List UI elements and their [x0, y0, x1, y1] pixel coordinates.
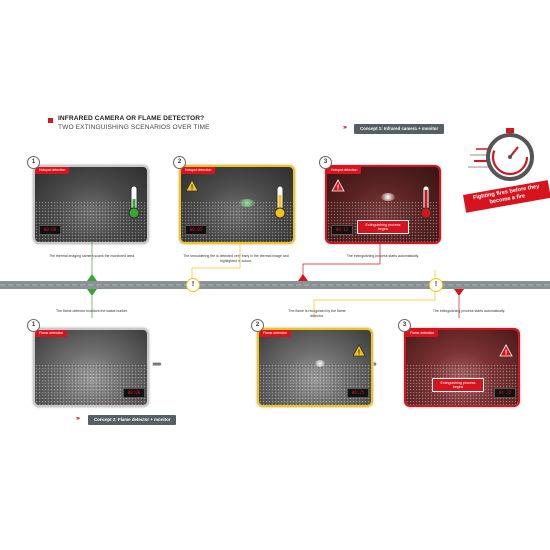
thermometer-icon — [127, 185, 141, 224]
start-marker-bottom — [87, 289, 97, 296]
svg-text:!: ! — [358, 350, 360, 357]
top-step-3-badge: 3 — [319, 156, 332, 169]
bottom-panel-2-label: Flame detection — [259, 330, 292, 337]
top-panel-2: Hotspot detection ! 00:05 — [179, 165, 295, 244]
connector-bottom-2 — [313, 291, 436, 318]
top-panel-3-message: Extinguishing process begins — [357, 220, 409, 234]
top-caption-3: The extinguishing process starts automat… — [346, 254, 420, 258]
progress-chevrons-icon: ››››››››››› — [152, 361, 162, 368]
bottom-panel-2: Flame detection ! 04:25 — [257, 328, 373, 407]
bottom-panel-1-label: Flame detection — [35, 330, 68, 337]
alert-marker-1: ! — [186, 278, 200, 292]
warning-icon: ! — [331, 179, 345, 197]
concept2-label: Concept 2: Flame detector + monitor — [88, 415, 177, 425]
bottom-panel-1: Flame detection 00:00 — [33, 328, 149, 407]
svg-text:!: ! — [191, 185, 193, 192]
thermometer-icon — [419, 185, 433, 224]
extinguish-marker-bottom — [454, 289, 464, 296]
bottom-step-1-badge: 1 — [27, 319, 40, 332]
bottom-caption-1: The flame detector monitors the waste bu… — [56, 309, 128, 313]
start-marker-top — [87, 274, 97, 281]
bottom-panel-3: Flame detection ! Extinguishing process … — [404, 328, 520, 407]
top-panel-2-timer: 00:05 — [185, 225, 207, 235]
svg-text:!: ! — [337, 185, 339, 192]
bottom-step-2-badge: 2 — [251, 319, 264, 332]
bottom-panel-1-timer: 00:00 — [123, 388, 145, 398]
top-step-2-badge: 2 — [173, 156, 186, 169]
svg-text:!: ! — [505, 350, 507, 357]
bottom-caption-2: The flame is recognised by the flame det… — [288, 309, 346, 318]
concept1-chevrons-icon: ››› — [343, 125, 347, 131]
top-panel-2-label: Hotspot detection — [181, 167, 216, 174]
top-panel-1-label: Hotspot detection — [35, 167, 70, 174]
warning-icon: ! — [499, 344, 513, 362]
page-title: INFRARED CAMERA OR FLAME DETECTOR? — [58, 115, 205, 122]
progress-chevrons-icon: ››› — [373, 361, 377, 368]
bottom-panel-2-timer: 04:25 — [347, 388, 369, 398]
stopwatch-icon — [468, 125, 538, 185]
connector-top-3 — [302, 242, 381, 280]
thermometer-icon — [273, 185, 287, 224]
top-caption-2: The smouldering fire is detected very ea… — [183, 254, 289, 263]
top-step-1-badge: 1 — [27, 156, 40, 169]
top-panel-3-label: Hotspot detection — [327, 167, 362, 174]
bottom-panel-3-label: Flame detection — [406, 330, 439, 337]
extinguish-marker-top — [298, 274, 308, 281]
top-panel-3-timer: 00:12 — [331, 225, 353, 235]
concept1-label: Concept 1: Infrared camera + monitor — [354, 124, 445, 134]
top-panel-1-timer: 00:00 — [39, 225, 61, 235]
warning-icon: ! — [352, 344, 366, 362]
bottom-caption-3: The extinguishing process starts automat… — [432, 309, 506, 313]
warning-icon: ! — [185, 179, 199, 197]
concept2-chevrons-icon: ››› — [76, 416, 80, 422]
bottom-panel-3-timer: 04:32 — [494, 388, 516, 398]
page-subtitle: TWO EXTINGUISHING SCENARIOS OVER TIME — [58, 124, 210, 131]
alert-marker-2: ! — [429, 278, 443, 292]
top-panel-1: Hotspot detection 00:00 — [33, 165, 149, 244]
bottom-panel-3-message: Extinguishing process begins — [432, 378, 484, 392]
bottom-step-3-badge: 3 — [398, 319, 411, 332]
top-panel-3: Hotspot detection ! Extinguishing proces… — [325, 165, 441, 244]
title-marker — [48, 118, 53, 123]
